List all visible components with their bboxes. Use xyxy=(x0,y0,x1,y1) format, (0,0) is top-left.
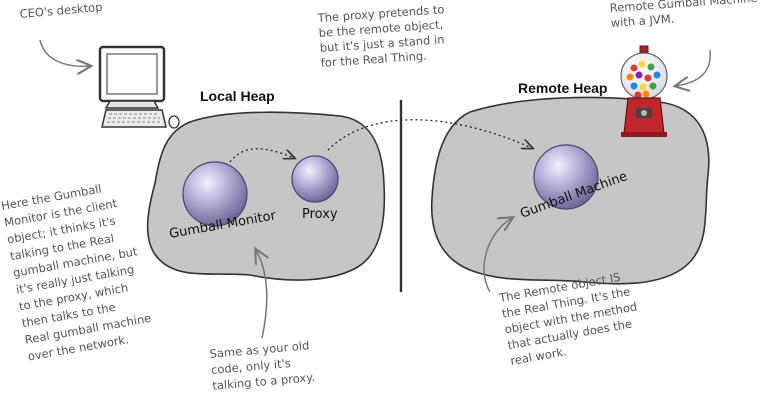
monitor-to-proxy-arrow xyxy=(229,148,294,163)
real-thing-note: The Remote object IS the Real Thing. It'… xyxy=(497,267,647,368)
gumball-monitor-sphere xyxy=(182,161,248,227)
remote-machine-note-line: with a JVM. xyxy=(610,12,674,30)
proxy-note: The proxy pretends to be the remote obje… xyxy=(316,2,451,70)
proxy-sphere xyxy=(291,155,339,203)
real-thing-arrow xyxy=(483,218,512,293)
proxy-label: Proxy xyxy=(302,207,338,222)
ceo-desktop-arrow xyxy=(39,39,90,66)
local-heap-title: Local Heap xyxy=(200,88,275,104)
local-heap-blob xyxy=(146,111,386,281)
client-note: Here the Gumball Monitor is the client o… xyxy=(0,176,159,363)
old-code-note-line: code, only it's xyxy=(210,356,291,377)
ceo-desktop-note: CEO's desktop xyxy=(19,0,103,21)
gumball-machine-sphere xyxy=(533,144,599,210)
old-code-note: Same as your old code, only it's talking… xyxy=(209,338,316,393)
gumball-machine-icon xyxy=(620,45,668,137)
computer-icon xyxy=(98,45,180,129)
old-code-arrow xyxy=(256,250,267,339)
remote-machine-note-line: Remote Gumball Machine xyxy=(609,0,758,15)
remote-machine-note: Remote Gumball Machine with a JVM. xyxy=(609,0,762,30)
old-code-note-line: Same as your old xyxy=(209,338,310,361)
remote-heap-title: Remote Heap xyxy=(518,80,607,96)
remote-machine-arrow xyxy=(676,49,711,86)
